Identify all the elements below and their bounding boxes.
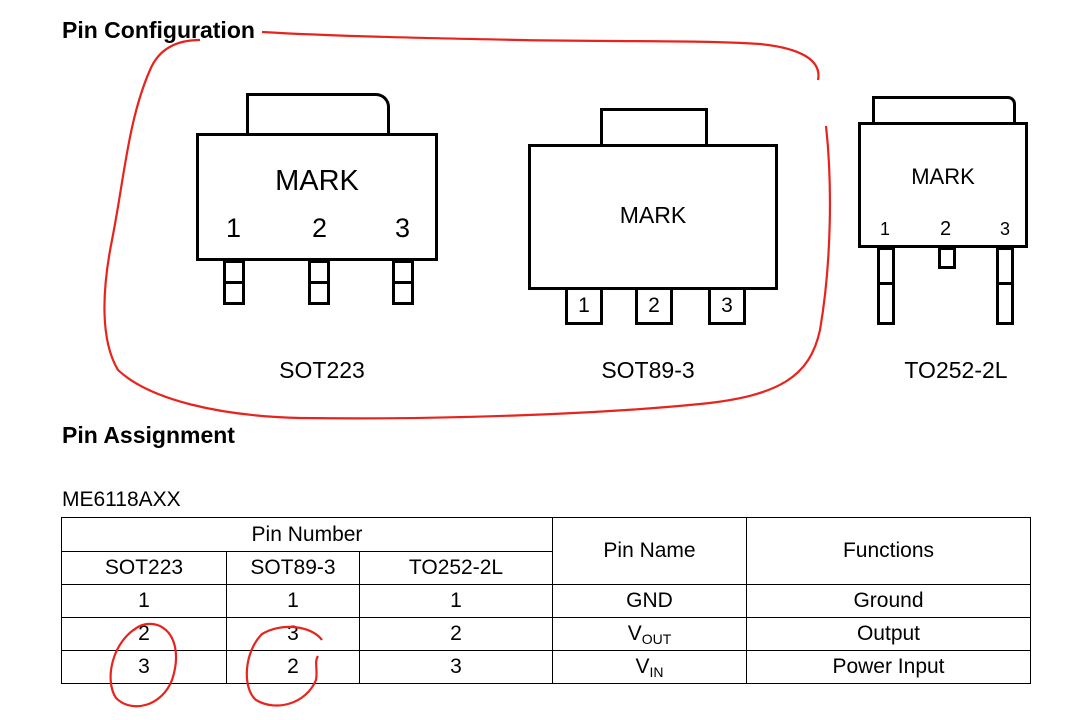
sot89-package-drawing: MARK 1 2 3 [528, 108, 780, 328]
pin-name-subscript: IN [649, 663, 664, 680]
sot223-lead-1 [223, 260, 245, 305]
sot223-pin-3-label: 3 [395, 213, 411, 243]
to252-tab-stub [938, 247, 956, 269]
sot89-pin-3-pad: 3 [708, 287, 746, 325]
pin-name-header: Pin Name [552, 517, 747, 585]
to252-lead-3 [996, 247, 1014, 325]
pin-configuration-heading: Pin Configuration [62, 17, 255, 43]
to252-pin-2-label: 2 [940, 218, 952, 240]
cell-pin-name: VOUT [552, 617, 747, 651]
pin-name-text: V [627, 621, 642, 645]
to252-column-header: TO252-2L [359, 551, 553, 585]
part-number-label: ME6118AXX [62, 488, 181, 511]
sot223-pin-1-label: 1 [226, 213, 242, 243]
sot223-mark-text: MARK [275, 165, 359, 197]
to252-lead-1 [877, 247, 895, 325]
cell-sot223: 1 [61, 584, 227, 618]
to252-mark-text: MARK [911, 164, 975, 189]
sot89-mark-text: MARK [619, 202, 687, 228]
sot89-column-header: SOT89-3 [226, 551, 360, 585]
sot223-label: SOT223 [279, 357, 365, 383]
table-row: 2 3 2 VOUT Output [61, 617, 1031, 651]
table-header-row: Pin Number Pin Name Functions [61, 517, 1031, 585]
to252-pin-3-label: 3 [1000, 219, 1011, 239]
cell-sot89: 1 [226, 584, 360, 618]
table-row: 1 1 1 GND Ground [61, 584, 1031, 618]
sot223-column-header: SOT223 [61, 551, 227, 585]
cell-to252: 1 [359, 584, 553, 618]
pin-assignment-table: Pin Number Pin Name Functions SOT223 SOT… [61, 517, 1031, 684]
cell-sot223: 3 [61, 650, 227, 684]
table-row: 3 2 3 VIN Power Input [61, 650, 1031, 684]
sot223-lead-2 [308, 260, 330, 305]
sot89-pin-2-pad: 2 [635, 287, 673, 325]
pin-number-group-header: Pin Number [61, 517, 553, 552]
cell-pin-name: GND [552, 584, 747, 618]
cell-to252: 3 [359, 650, 553, 684]
cell-pin-name: VIN [552, 650, 747, 684]
cell-sot89: 3 [226, 617, 360, 651]
pin-name-text: V [635, 654, 650, 678]
cell-sot223: 2 [61, 617, 227, 651]
table-subheader-row: SOT223 SOT89-3 TO252-2L [61, 551, 1031, 585]
pin-assignment-heading: Pin Assignment [62, 422, 235, 448]
to252-label: TO252-2L [904, 357, 1008, 383]
cell-function: Power Input [746, 650, 1031, 684]
to252-pin-1-label: 1 [880, 219, 891, 239]
cell-function: Output [746, 617, 1031, 651]
sot89-label: SOT89-3 [601, 357, 695, 383]
sot223-lead-3 [392, 260, 414, 305]
cell-sot89: 2 [226, 650, 360, 684]
functions-header: Functions [746, 517, 1031, 585]
sot89-pin-1-pad: 1 [565, 287, 603, 325]
to252-package-drawing: MARK 1 2 3 [858, 96, 1030, 328]
pin-name-text: GND [626, 588, 673, 612]
cell-function: Ground [746, 584, 1031, 618]
sot223-package-drawing: MARK 1 2 3 [196, 93, 438, 308]
cell-to252: 2 [359, 617, 553, 651]
sot223-pin-2-label: 2 [312, 213, 328, 243]
pin-name-subscript: OUT [641, 630, 672, 647]
